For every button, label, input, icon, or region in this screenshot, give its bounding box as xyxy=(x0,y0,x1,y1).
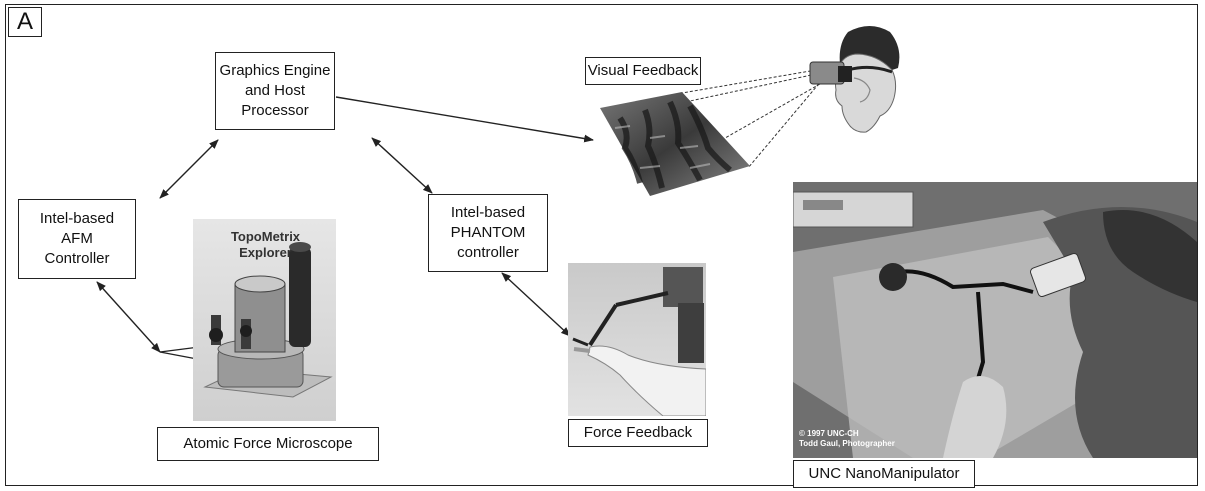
photo-credit-line1: © 1997 UNC-CH xyxy=(799,429,859,438)
afm-surface-render xyxy=(600,92,750,196)
arrow-phantom-force-feedback xyxy=(501,272,571,337)
afm-controller-node: Intel-based AFM Controller xyxy=(18,199,136,279)
panel-label: A xyxy=(8,7,42,37)
afm-brand-line1: TopoMetrix xyxy=(230,229,301,244)
graphics-engine-node: Graphics Engine and Host Processor xyxy=(215,52,335,130)
visual-feedback-label: Visual Feedback xyxy=(585,57,701,85)
figure-frame xyxy=(5,4,1198,486)
nanomanipulator-label: UNC NanoManipulator xyxy=(793,460,975,488)
force-feedback-label: Force Feedback xyxy=(568,419,708,447)
user-head-with-goggles-image xyxy=(809,26,900,133)
force-feedback-photo xyxy=(568,263,706,416)
phantom-controller-node: Intel-based PHANTOM controller xyxy=(428,194,548,272)
arrow-graphics-afm-controller xyxy=(159,139,219,199)
arrow-graphics-to-visual xyxy=(335,96,594,143)
afm-brand-line2: Explorer xyxy=(239,245,292,260)
arrow-graphics-phantom-controller xyxy=(371,137,433,194)
nanomanipulator-photo: © 1997 UNC-CH Todd Gaul, Photographer xyxy=(793,182,1197,458)
arrow-afm-controller-microscope xyxy=(96,281,161,353)
afm-photo: TopoMetrix Explorer xyxy=(193,219,336,421)
photo-credit-line2: Todd Gaul, Photographer xyxy=(799,439,895,448)
afm-label: Atomic Force Microscope xyxy=(157,427,379,461)
